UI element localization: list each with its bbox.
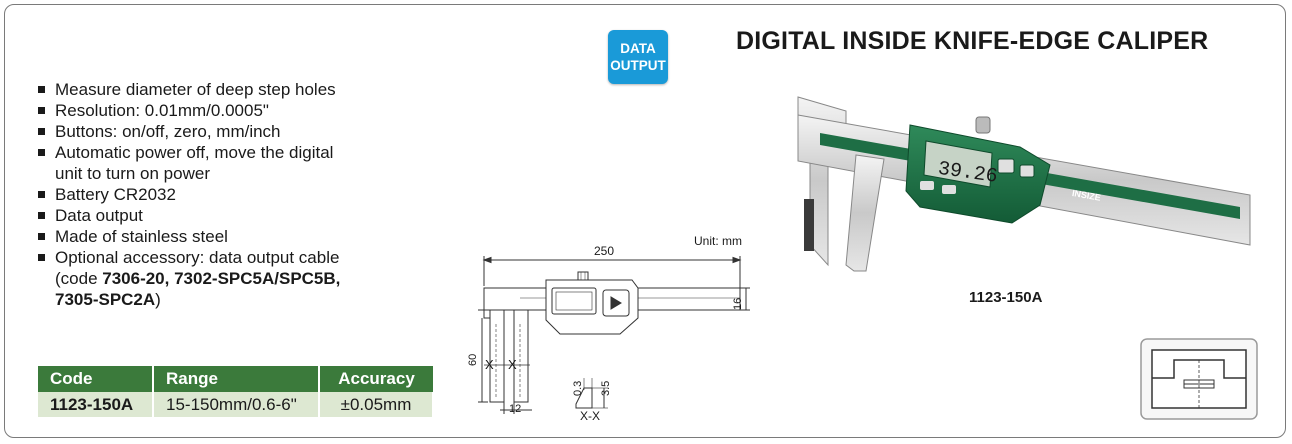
spec-header-accuracy: Accuracy	[319, 366, 433, 392]
caliper-photo: 39.26 INSIZE	[797, 96, 1251, 272]
data-button	[997, 158, 1015, 174]
arrow-icon	[732, 256, 742, 264]
lcd-window	[555, 291, 593, 311]
bullet-icon	[38, 233, 45, 240]
bullet-icon	[38, 149, 45, 156]
moving-jaw	[845, 154, 885, 272]
dimension-jaw-width: 12	[509, 403, 521, 415]
feature-item: Optional accessory: data output cable(co…	[38, 247, 438, 310]
spec-header-row: Code Range Accuracy	[38, 366, 433, 392]
spec-cell-range: 15-150mm/0.6-6"	[153, 392, 320, 417]
feature-item: Buttons: on/off, zero, mm/inch	[38, 121, 438, 142]
technical-drawing: 250 16 60 X X 12 0.3 3.5 X-X	[467, 244, 750, 423]
play-icon	[610, 296, 622, 310]
bullet-icon	[38, 128, 45, 135]
section-thumbnail	[1140, 338, 1258, 420]
section-mark-left: X	[485, 357, 494, 372]
spec-table: Code Range Accuracy 1123-150A 15-150mm/0…	[38, 366, 434, 417]
jaw-shadow	[804, 199, 814, 251]
page-title: DIGITAL INSIDE KNIFE-EDGE CALIPER	[736, 27, 1209, 55]
spec-cell-accuracy: ±0.05mm	[319, 392, 434, 417]
zero-button	[1019, 164, 1035, 178]
section-label: X-X	[580, 409, 600, 423]
feature-item: Resolution: 0.01mm/0.0005"	[38, 100, 438, 121]
feature-item: Made of stainless steel	[38, 226, 438, 247]
brand-logo: INSIZE	[1071, 188, 1101, 203]
mm-inch-button	[942, 185, 956, 194]
arrow-icon	[482, 256, 492, 264]
thumb-roller	[577, 271, 589, 281]
spec-cell-code: 1123-150A	[38, 392, 154, 417]
dimension-jaw-length: 60	[467, 354, 479, 366]
product-model-label: 1123-150A	[969, 289, 1043, 306]
dimension-tip: 0.3	[572, 381, 584, 396]
fixed-jaw	[489, 309, 505, 403]
dimension-depth: 3.5	[600, 381, 612, 396]
feature-list: Measure diameter of deep step holes Reso…	[38, 79, 438, 310]
data-button	[602, 289, 630, 317]
badge-line-1: DATA	[620, 41, 656, 56]
badge-line-2: OUTPUT	[610, 58, 666, 73]
dimension-height: 16	[732, 298, 744, 310]
bullet-icon	[38, 107, 45, 114]
jaw-outline	[483, 310, 490, 319]
lcd-display	[923, 140, 993, 188]
feature-item: Measure diameter of deep step holes	[38, 79, 438, 100]
data-output-badge: DATA OUTPUT	[608, 30, 668, 84]
bullet-icon	[38, 191, 45, 198]
bullet-icon	[38, 212, 45, 219]
section-mark-right: X	[508, 357, 517, 372]
feature-item: Data output	[38, 205, 438, 226]
dimension-length: 250	[594, 244, 614, 258]
spec-header-range: Range	[153, 366, 320, 392]
bullet-icon	[38, 86, 45, 93]
moving-jaw	[513, 309, 529, 403]
on-off-button	[920, 181, 934, 190]
bullet-icon	[38, 254, 45, 261]
feature-item: Battery CR2032	[38, 184, 438, 205]
knife-edge-section	[575, 387, 593, 409]
thumb-roller	[975, 116, 991, 134]
table-row: 1123-150A 15-150mm/0.6-6" ±0.05mm	[38, 392, 434, 417]
spec-header-code: Code	[38, 366, 154, 392]
unit-label: Unit: mm	[694, 234, 742, 248]
lcd-display	[551, 287, 597, 315]
page-frame	[4, 4, 1286, 438]
